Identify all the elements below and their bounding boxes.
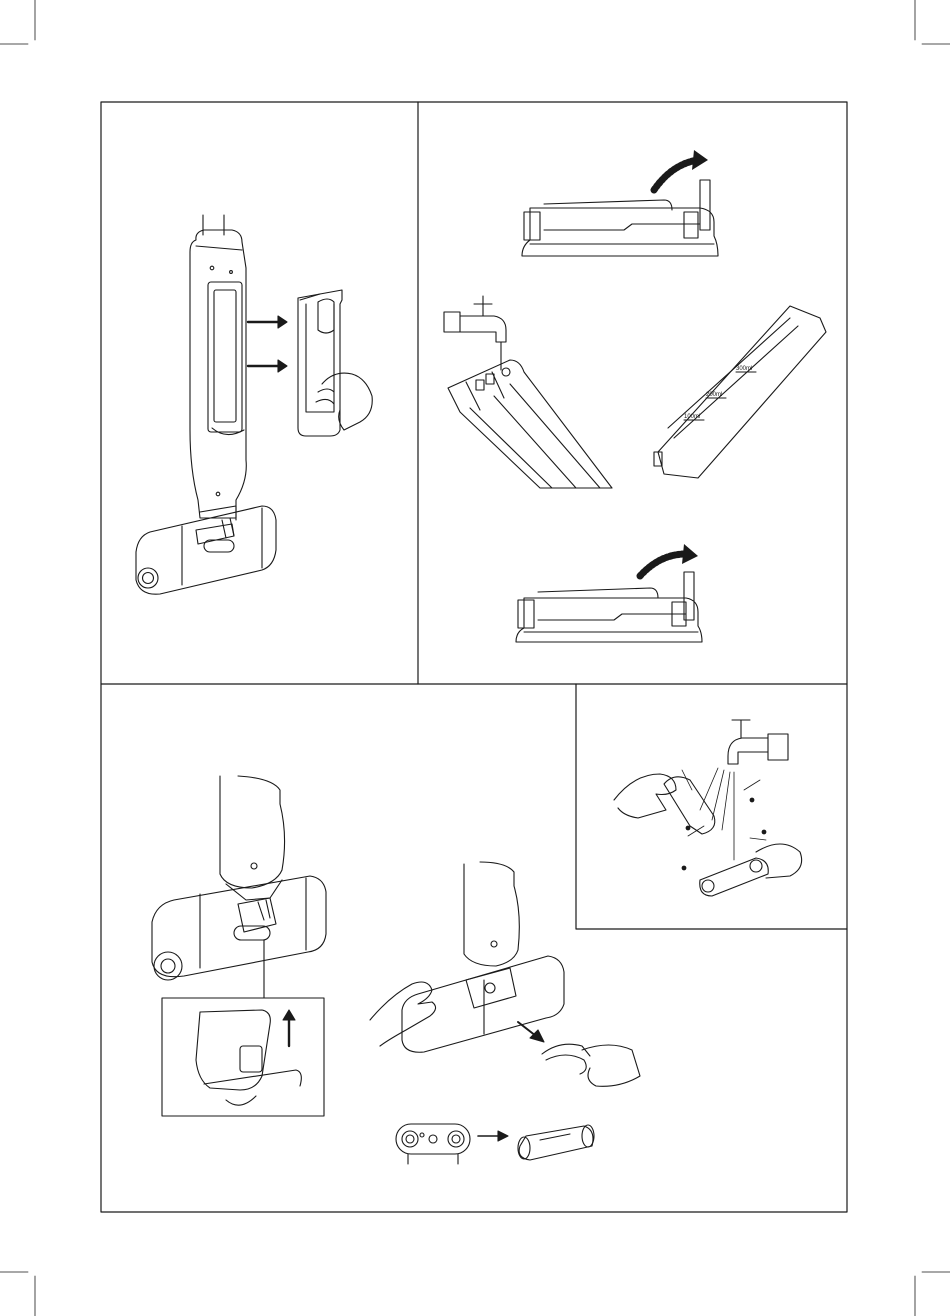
floor-head	[136, 506, 276, 594]
mark-300ml: 300ml	[736, 366, 752, 372]
roller-end-cap	[396, 1124, 470, 1164]
tank-level-marks: 300ml 200ml 100ml	[654, 306, 826, 478]
handle-base-left	[220, 776, 285, 900]
handle-base-right	[464, 862, 519, 966]
panel-frames	[101, 102, 847, 1212]
hand-holding-tank	[316, 373, 372, 430]
tap-right	[728, 720, 788, 764]
tap-left	[444, 296, 506, 370]
close-lid-arrow	[640, 544, 698, 576]
lift-latch-arrow	[283, 1010, 295, 1046]
roller-rinse	[614, 774, 715, 834]
cap-to-roller-arrow	[478, 1131, 508, 1141]
end-cap-rinse	[700, 844, 802, 896]
panel-fill-tank: 300ml 200ml 100ml	[444, 150, 826, 642]
water-splash	[682, 768, 766, 870]
tank-being-filled	[448, 360, 612, 488]
roller-cap-in-hand	[542, 1044, 640, 1086]
mark-200ml: 200ml	[706, 392, 722, 398]
panel-remove-roller	[152, 776, 640, 1164]
water-tank	[298, 290, 342, 436]
tank-closed-top	[522, 150, 718, 256]
remove-arrow-upper	[248, 316, 287, 328]
remove-cap-arrow	[518, 1022, 544, 1042]
remove-arrow-lower	[248, 360, 287, 372]
panel-rinse-roller	[614, 720, 802, 896]
vacuum-handle	[190, 215, 246, 518]
latch-detail-inset	[162, 998, 324, 1116]
mark-100ml: 100ml	[684, 414, 700, 420]
tank-closed-bottom	[516, 544, 702, 642]
panel-remove-tank	[136, 215, 372, 594]
roller-cylinder	[518, 1125, 594, 1160]
